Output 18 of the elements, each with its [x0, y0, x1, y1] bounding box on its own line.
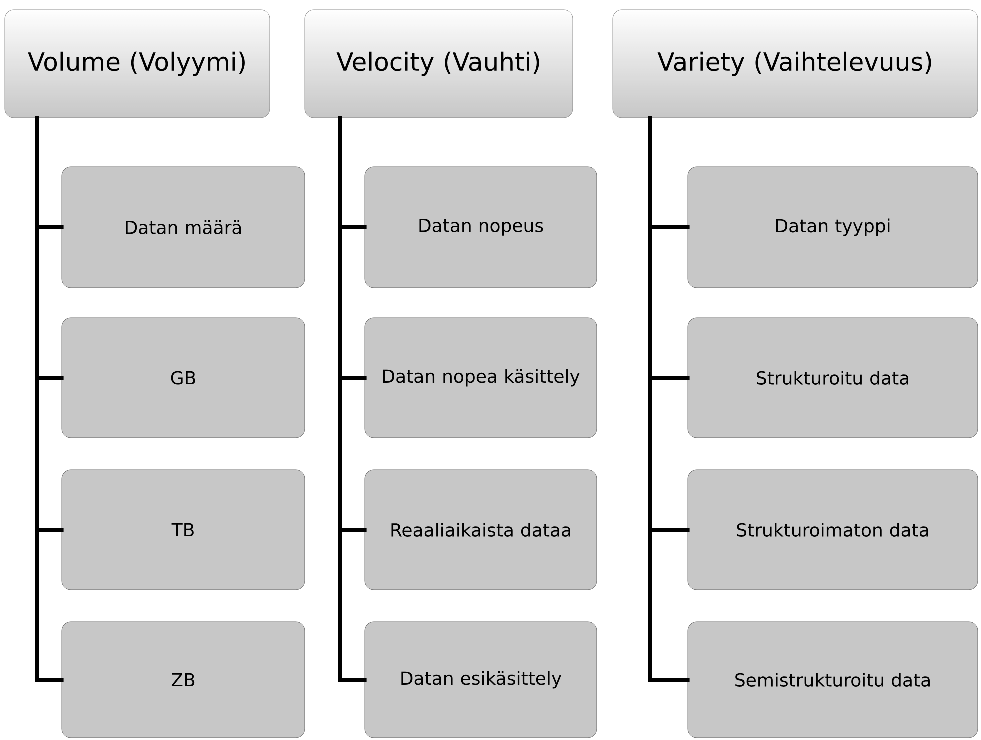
- item-box: Datan nopea käsittely: [364, 318, 598, 438]
- item-box: ZB: [62, 622, 306, 738]
- item-box: TB: [62, 470, 306, 590]
- item-box: GB: [62, 318, 306, 438]
- header-box: Variety (Vaihtelevuus): [612, 10, 978, 118]
- item-box: Reaaliaikaista dataa: [364, 470, 598, 590]
- connector-line: [648, 116, 690, 682]
- item-box: Datan tyyppi: [688, 166, 978, 288]
- connector-line: [338, 116, 367, 682]
- item-box: Datan nopeus: [364, 166, 598, 288]
- connector-line: [35, 116, 64, 682]
- header-box: Velocity (Vauhti): [304, 10, 574, 118]
- item-box: Datan määrä: [62, 166, 306, 288]
- header-box: Volume (Volyymi): [4, 10, 270, 118]
- item-box: Semistrukturoitu data: [688, 622, 978, 738]
- item-box: Strukturoitu data: [688, 318, 978, 438]
- item-box: Strukturoimaton data: [688, 470, 978, 590]
- item-box: Datan esikäsittely: [364, 622, 598, 738]
